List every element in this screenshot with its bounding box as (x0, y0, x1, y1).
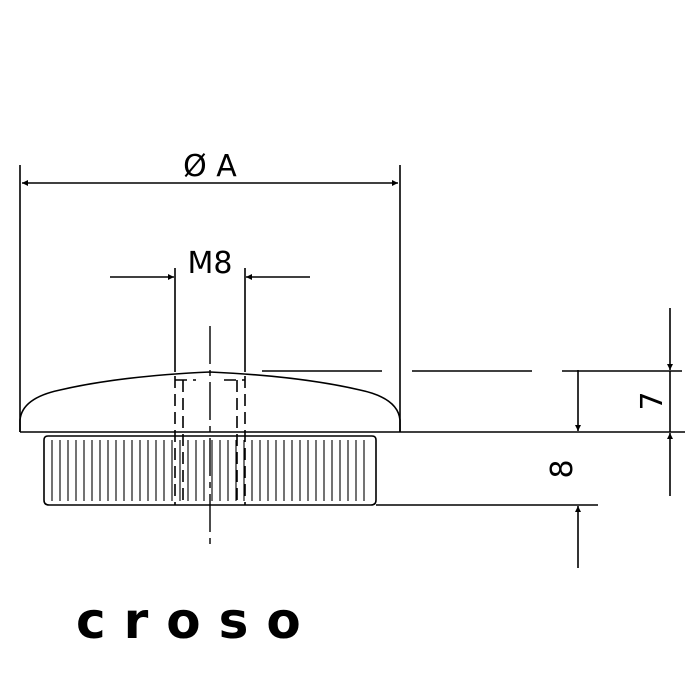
thread-label: M8 (188, 246, 233, 281)
knurl-ribs (51, 440, 365, 501)
knurled-base (43, 435, 377, 506)
croso-logo: croso (76, 592, 319, 650)
base-height-label: 8 (545, 459, 580, 478)
hidden-bore-lines (174, 376, 246, 505)
cap-height-label: 7 (635, 391, 670, 410)
diameter-label: Ø A (183, 149, 237, 184)
